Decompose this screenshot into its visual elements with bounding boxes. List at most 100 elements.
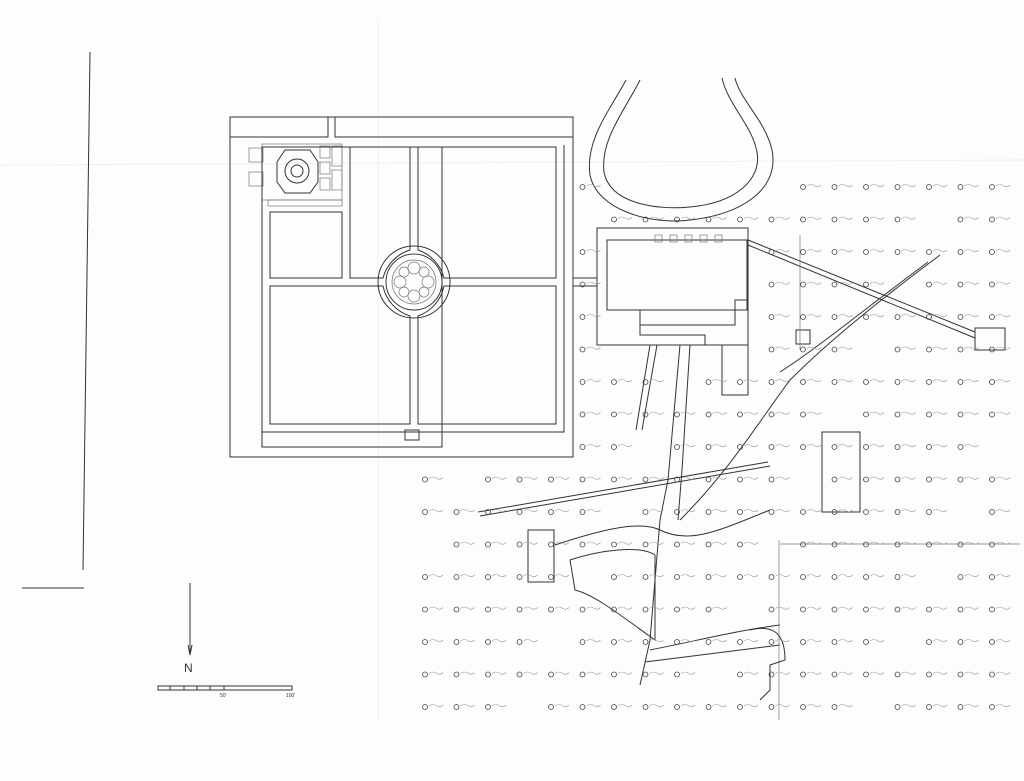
tree-marker bbox=[422, 509, 428, 515]
tree-marker bbox=[863, 671, 869, 678]
marker-annotation-scribble bbox=[806, 379, 822, 383]
marker-annotation-scribble bbox=[554, 509, 570, 513]
tree-marker bbox=[831, 606, 838, 613]
tree-marker bbox=[485, 639, 491, 645]
tree-marker bbox=[894, 476, 901, 483]
marker-annotation-scribble bbox=[428, 639, 444, 643]
tree-marker bbox=[768, 606, 775, 613]
tree-marker bbox=[453, 704, 460, 710]
tree-marker bbox=[579, 704, 586, 710]
tree-marker bbox=[863, 476, 869, 483]
tree-marker bbox=[800, 444, 806, 450]
marker-annotation-scribble bbox=[932, 541, 948, 545]
marker-annotation-scribble bbox=[554, 541, 570, 545]
tree-marker bbox=[894, 444, 901, 450]
marker-annotation-scribble bbox=[712, 216, 727, 220]
tree-marker bbox=[579, 184, 586, 190]
marker-annotation-scribble bbox=[838, 184, 853, 188]
marker-annotation-scribble bbox=[680, 476, 696, 480]
tree-marker bbox=[611, 704, 617, 710]
tree-marker bbox=[674, 216, 680, 223]
tree-marker bbox=[957, 346, 964, 353]
tree-marker bbox=[926, 476, 932, 483]
marker-annotation-scribble bbox=[806, 216, 822, 220]
marker-annotation-scribble bbox=[586, 249, 601, 253]
marker-annotation-scribble bbox=[649, 541, 664, 545]
marker-annotation-scribble bbox=[995, 346, 1011, 350]
marker-annotation-scribble bbox=[964, 346, 979, 350]
tree-marker bbox=[894, 704, 901, 710]
marker-annotation-scribble bbox=[649, 704, 664, 708]
tree-marker bbox=[579, 639, 586, 645]
tree-marker bbox=[800, 541, 806, 548]
central-fountain bbox=[377, 245, 451, 319]
tree-marker bbox=[485, 541, 491, 548]
marker-annotation-scribble bbox=[743, 639, 759, 643]
marker-annotation-scribble bbox=[869, 541, 885, 545]
marker-annotation-scribble bbox=[680, 509, 696, 513]
tree-marker bbox=[611, 574, 617, 580]
tree-marker bbox=[485, 476, 491, 483]
marker-annotation-scribble bbox=[901, 606, 916, 610]
tree-marker bbox=[831, 346, 838, 353]
tree-marker bbox=[548, 574, 554, 580]
marker-annotation-scribble bbox=[806, 509, 822, 513]
tree-marker bbox=[642, 639, 649, 645]
marker-annotation-scribble bbox=[932, 249, 948, 253]
marker-annotation-scribble bbox=[586, 509, 601, 513]
marker-annotation-scribble bbox=[838, 541, 853, 545]
marker-annotation-scribble bbox=[680, 671, 696, 675]
marker-annotation-scribble bbox=[869, 249, 885, 253]
marker-annotation-scribble bbox=[932, 379, 948, 383]
marker-annotation-scribble bbox=[712, 606, 727, 610]
tree-marker bbox=[957, 379, 964, 385]
tree-marker bbox=[422, 574, 428, 580]
tree-marker bbox=[863, 281, 869, 288]
tree-marker bbox=[548, 476, 554, 483]
tree-marker bbox=[548, 509, 554, 515]
marker-annotation-scribble bbox=[460, 639, 475, 643]
marker-annotation-scribble bbox=[964, 606, 979, 610]
tree-marker bbox=[705, 476, 712, 483]
marker-annotation-scribble bbox=[712, 541, 727, 545]
marker-annotation-scribble bbox=[617, 379, 633, 383]
tree-marker bbox=[579, 444, 586, 450]
tree-marker bbox=[894, 411, 901, 418]
marker-annotation-scribble bbox=[554, 671, 570, 675]
tree-marker bbox=[926, 606, 932, 613]
tree-marker bbox=[863, 509, 869, 515]
marker-annotation-scribble bbox=[995, 476, 1011, 480]
marker-annotation-scribble bbox=[460, 671, 475, 675]
tree-marker bbox=[579, 346, 586, 353]
marker-annotation-scribble bbox=[995, 281, 1011, 285]
tree-marker bbox=[863, 411, 869, 418]
marker-annotation-scribble bbox=[869, 314, 885, 318]
tree-marker bbox=[705, 444, 712, 450]
marker-annotation-scribble bbox=[806, 444, 822, 448]
tree-marker bbox=[863, 639, 869, 645]
tree-marker bbox=[548, 704, 554, 710]
tree-marker bbox=[831, 314, 838, 320]
marker-annotation-scribble bbox=[586, 541, 601, 545]
tree-marker bbox=[926, 509, 932, 515]
house-footprint bbox=[596, 227, 811, 396]
tree-marker bbox=[737, 639, 743, 645]
marker-annotation-scribble bbox=[586, 346, 601, 350]
marker-annotation-scribble bbox=[838, 606, 853, 610]
tree-marker bbox=[705, 574, 712, 580]
gazebo bbox=[276, 149, 319, 194]
marker-annotation-scribble bbox=[617, 411, 633, 415]
tree-marker bbox=[705, 411, 712, 418]
tree-marker bbox=[674, 411, 680, 418]
marker-annotation-scribble bbox=[586, 184, 601, 188]
tree-marker bbox=[957, 574, 964, 580]
marker-annotation-scribble bbox=[869, 444, 885, 448]
tree-marker bbox=[831, 639, 838, 645]
tree-marker bbox=[894, 541, 901, 548]
marker-annotation-scribble bbox=[554, 704, 570, 708]
marker-annotation-scribble bbox=[712, 379, 727, 383]
marker-annotation-scribble bbox=[932, 281, 948, 285]
marker-annotation-scribble bbox=[491, 639, 507, 643]
marker-annotation-scribble bbox=[869, 639, 885, 643]
marker-annotation-scribble bbox=[838, 574, 853, 578]
